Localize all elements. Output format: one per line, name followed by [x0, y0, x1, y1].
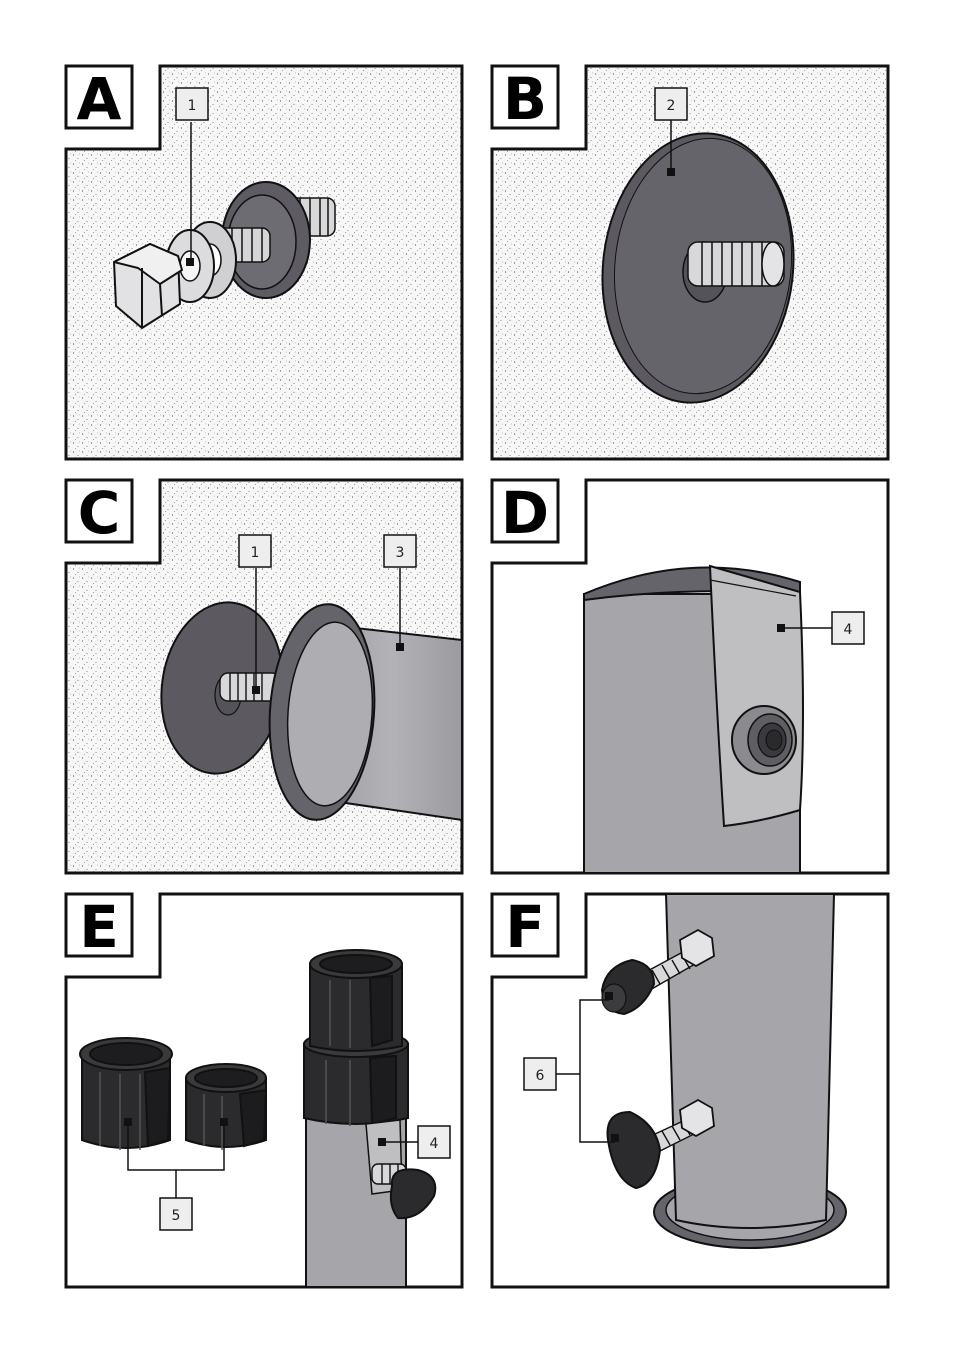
panel-e-callout-4: 4 [418, 1126, 450, 1158]
callout-label: 4 [844, 622, 853, 638]
panel-d-letter: D [501, 479, 549, 547]
panel-a-letter-box: A [66, 65, 132, 133]
panel-b-letter: B [503, 65, 547, 133]
panel-a: A 1 [66, 65, 462, 459]
panel-f-callout-6: 6 [524, 1058, 556, 1090]
callout-label: 5 [172, 1208, 181, 1224]
panel-c-callout-1: 1 [239, 535, 271, 567]
panel-e-letter: E [79, 893, 119, 961]
panel-e-callout-5: 5 [160, 1198, 192, 1230]
panel-a-callout-1: 1 [176, 88, 208, 120]
panel-f-letter-box: F [492, 893, 558, 961]
panel-c-letter-box: C [66, 479, 132, 547]
callout-label: 1 [251, 545, 260, 561]
panel-d: D 4 [492, 479, 888, 873]
panel-c: C 1 3 [66, 479, 462, 873]
panel-c-callout-3: 3 [384, 535, 416, 567]
panel-d-letter-box: D [492, 479, 558, 547]
panel-e: E 4 5 [66, 893, 462, 1287]
callout-label: 2 [667, 98, 676, 114]
panel-d-callout-4: 4 [832, 612, 864, 644]
panel-b: B 2 [492, 65, 888, 459]
callout-label: 1 [188, 98, 197, 114]
callout-label: 6 [536, 1068, 545, 1084]
panel-f-letter: F [505, 893, 545, 961]
panel-a-letter: A [77, 65, 122, 133]
callout-label: 3 [396, 545, 405, 561]
panel-e-letter-box: E [66, 893, 132, 961]
callout-label: 4 [430, 1136, 439, 1152]
panel-b-letter-box: B [492, 65, 558, 133]
panel-b-callout-2: 2 [655, 88, 687, 120]
panel-c-letter: C [78, 479, 121, 547]
panel-f: F 6 [492, 893, 888, 1287]
panel-d-illustration [584, 566, 832, 873]
